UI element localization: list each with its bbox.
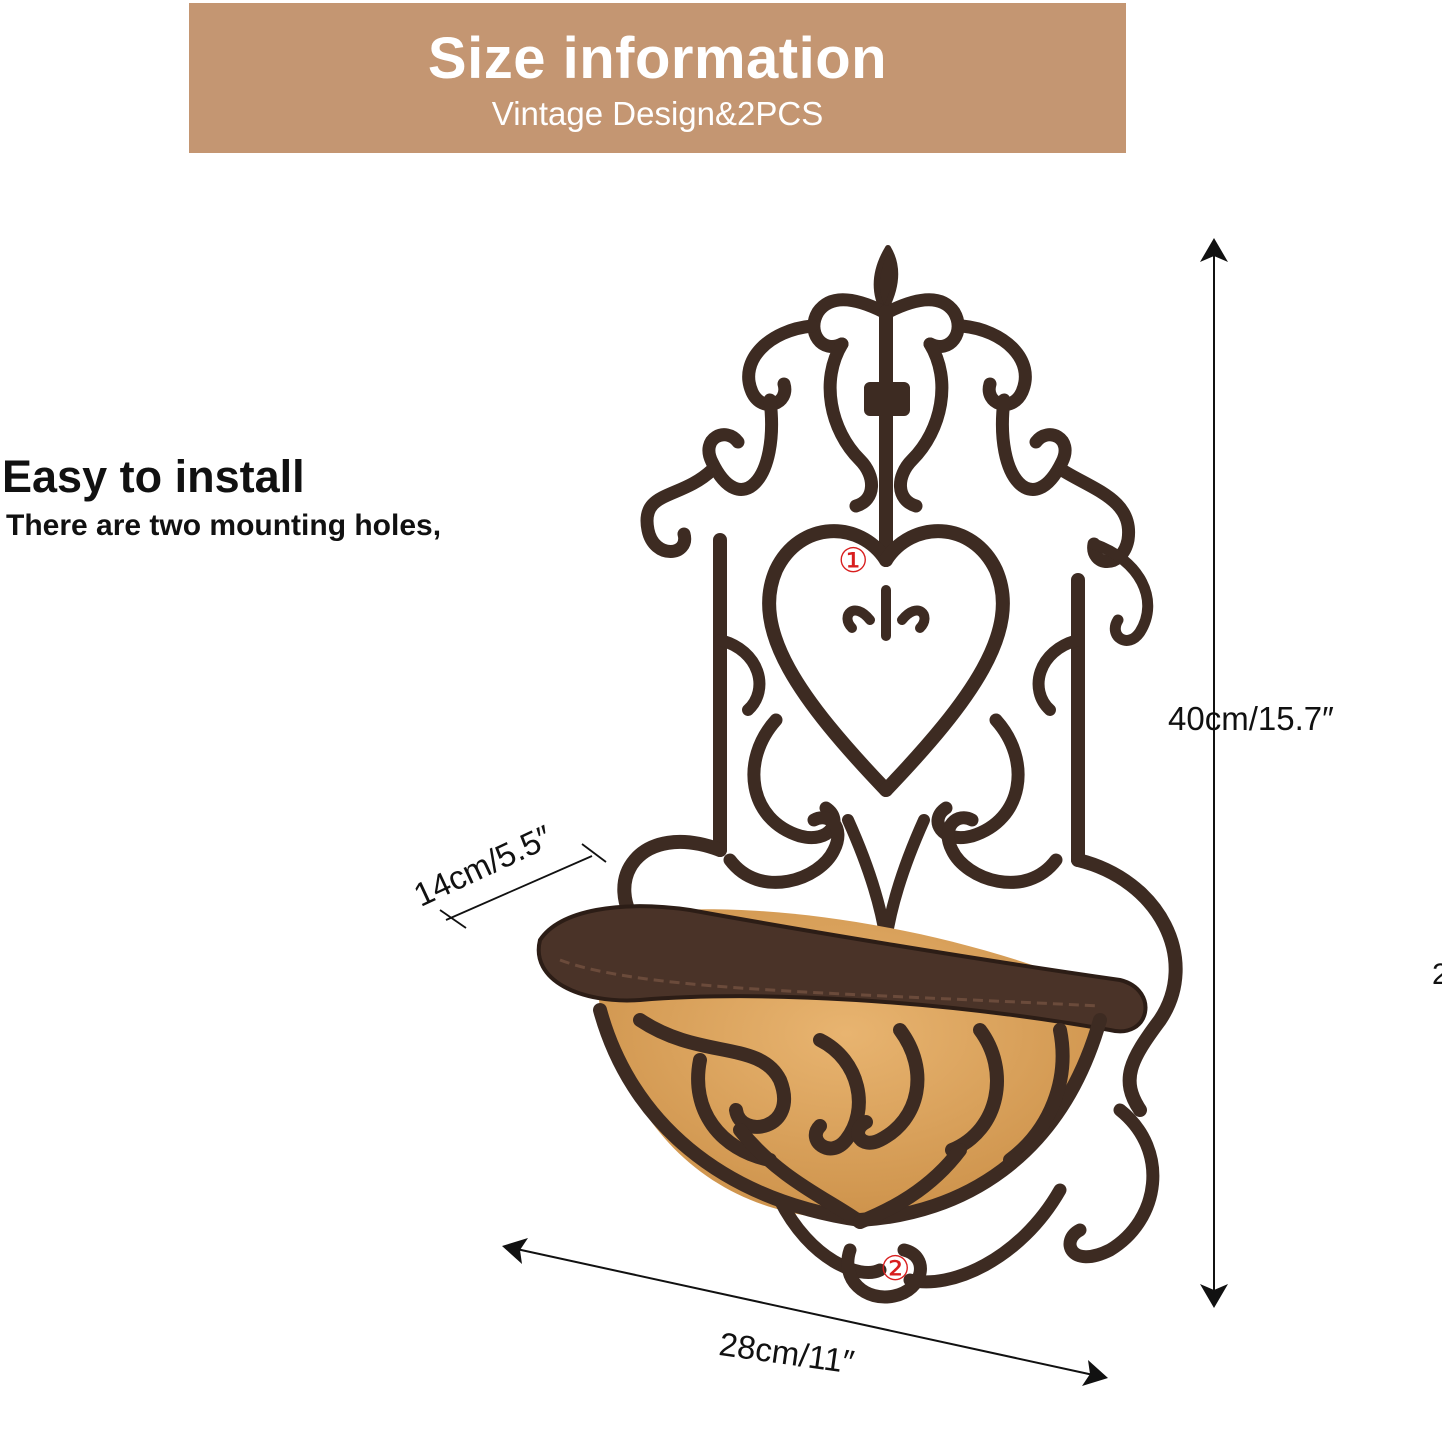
depth-arrow: [439, 843, 607, 929]
mounting-hole-2-marker: ②: [880, 1249, 910, 1289]
banner-title: Size information: [427, 26, 888, 91]
cast-iron-wall-planter-icon: [617, 245, 1183, 1117]
title-banner: Size information Vintage Design&2PCS: [189, 3, 1126, 153]
mounting-hole-1-marker: ①: [838, 541, 868, 581]
install-description: There are two mounting holes,: [6, 509, 442, 542]
install-heading: Easy to install: [2, 451, 305, 502]
height-arrow: [1200, 238, 1228, 1308]
width-arrow: [502, 1238, 1108, 1386]
cropped-edge-text: 2: [1432, 958, 1442, 991]
height-dimension-label: 40cm/15.7″: [1168, 700, 1334, 737]
planter-basket: [536, 904, 1160, 1304]
banner-subtitle: Vintage Design&2PCS: [491, 95, 824, 132]
